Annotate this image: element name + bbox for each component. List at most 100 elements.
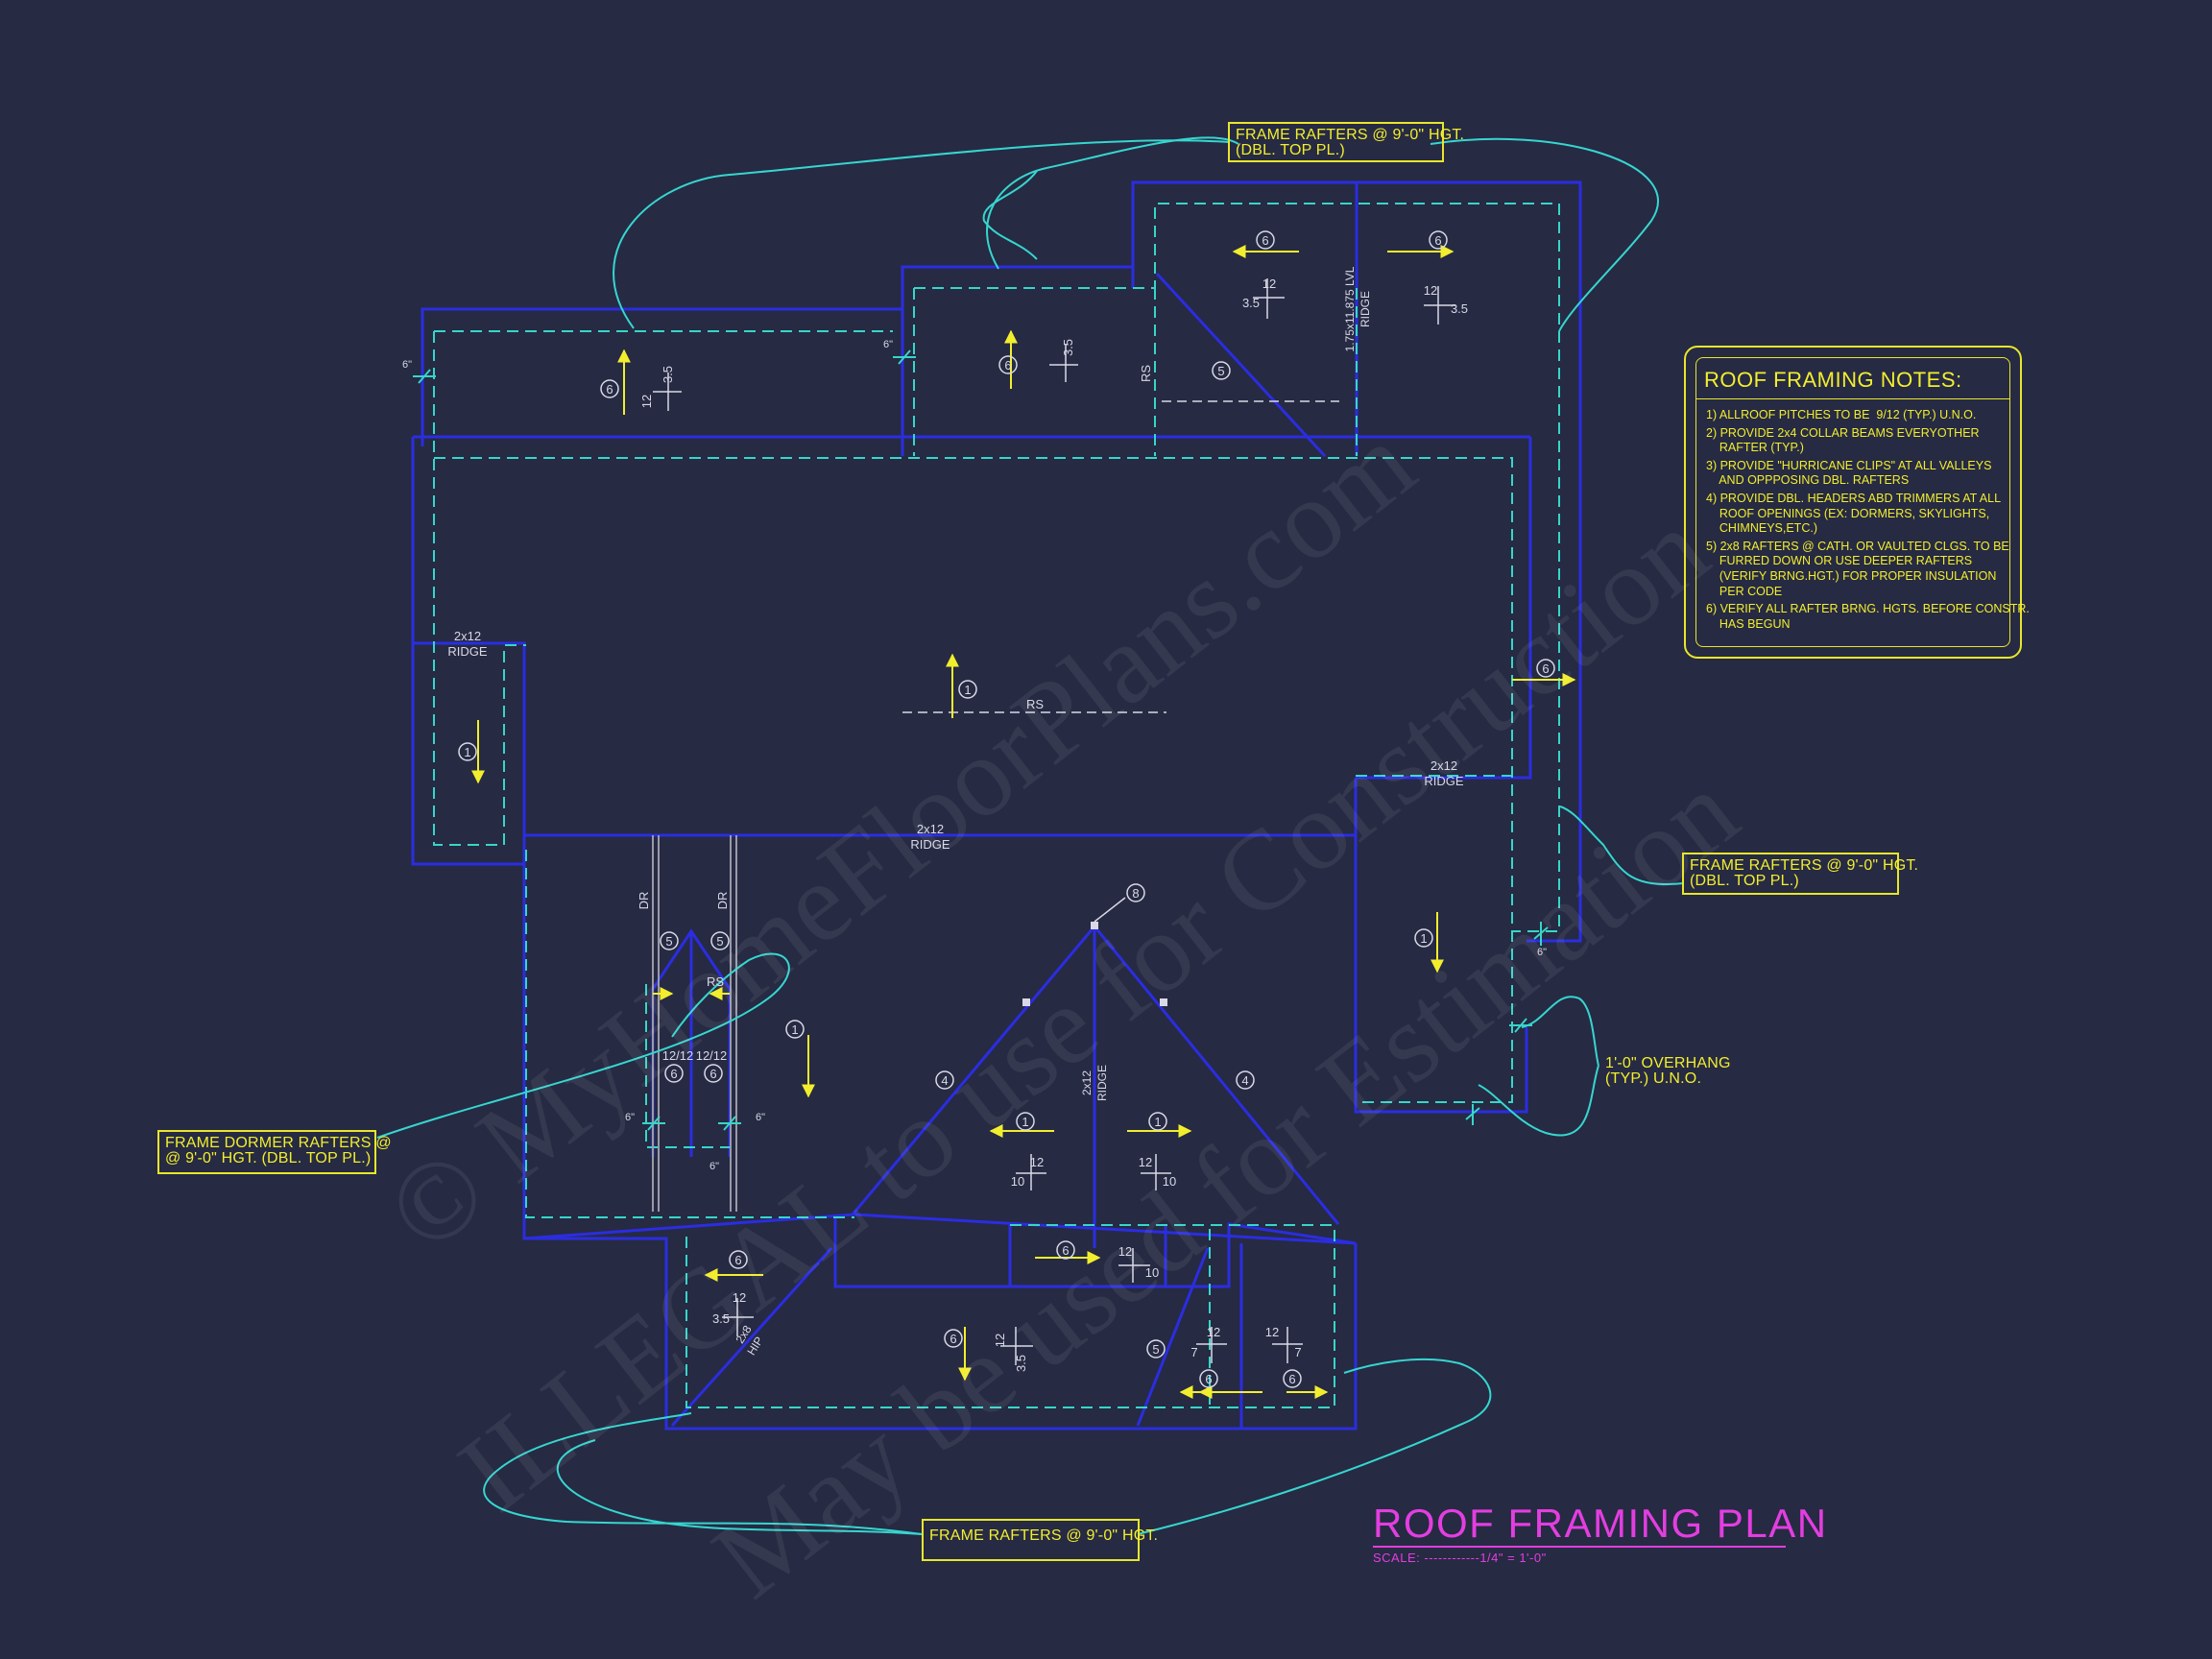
note-item: 3) PROVIDE "HURRICANE CLIPS" AT ALL VALL… — [1706, 458, 1992, 488]
tag-6: 6 — [1288, 1372, 1295, 1386]
rs-label: RS — [707, 974, 724, 989]
tag-5: 5 — [1152, 1342, 1159, 1357]
notes-list: 1) ALLROOF PITCHES TO BE 9/12 (TYP.) U.N… — [1706, 408, 2030, 635]
pitch-12: 12 — [1030, 1155, 1044, 1169]
plan-labels: 2x12 RIDGE 2x12 RIDGE 2x12 RIDGE RS RS R… — [402, 266, 1547, 1372]
overhang-dim-label: 6" — [625, 1112, 635, 1123]
pitch-12: 12 — [1262, 276, 1276, 291]
pitch-35: 3.5 — [1451, 301, 1468, 316]
pitch-35: 3.5 — [1242, 296, 1260, 310]
pitch-symbols — [653, 278, 1455, 1365]
wall-outline — [411, 180, 1582, 1431]
rs-label: RS — [1026, 697, 1044, 711]
lvl-ridge-label: RIDGE — [1358, 291, 1372, 327]
tag-1: 1 — [964, 683, 971, 697]
tag-6: 6 — [1205, 1372, 1212, 1386]
pitch-12: 12 — [733, 1290, 746, 1305]
pitch-12: 12 — [1207, 1325, 1220, 1339]
pitch-7: 7 — [1294, 1345, 1301, 1359]
note-item: 1) ALLROOF PITCHES TO BE 9/12 (TYP.) U.N… — [1706, 408, 1977, 421]
title-underline — [1373, 1546, 1786, 1548]
dormer-pitch-label: 12/12 — [696, 1048, 728, 1063]
ridge-label: RIDGE — [447, 644, 488, 659]
pitch-10: 10 — [1011, 1174, 1024, 1189]
tag-4: 4 — [941, 1073, 948, 1088]
tag-6: 6 — [1004, 358, 1011, 373]
ridge-size-label: 2x12 — [917, 822, 944, 836]
scale-label: SCALE: — [1373, 1551, 1421, 1565]
tag-1: 1 — [791, 1022, 798, 1037]
drawing-title-block: ROOF FRAMING PLAN SCALE: ------------1/4… — [1373, 1502, 1828, 1565]
ridge-label: RIDGE — [1424, 774, 1464, 788]
pitch-10: 10 — [1163, 1174, 1176, 1189]
ridge-size-label: 2x12 — [454, 629, 481, 643]
callout-frame-rafters-right: FRAME RAFTERS @ 9'-0" HGT. (DBL. TOP PL.… — [1682, 853, 1918, 895]
overhang-dim-label: 6" — [709, 1161, 719, 1172]
notes-title: ROOF FRAMING NOTES: — [1704, 368, 1962, 392]
pitch-12: 12 — [993, 1334, 1007, 1347]
rafter-direction-arrows — [471, 245, 1576, 1399]
rs-label: RS — [1139, 365, 1153, 382]
pitch-12: 12 — [1118, 1244, 1132, 1259]
rafter-support-lines — [902, 400, 1339, 713]
tag-5: 5 — [716, 934, 723, 949]
note-item: 4) PROVIDE DBL. HEADERS ABD TRIMMERS AT … — [1706, 491, 2002, 536]
rafter-tag-numbers: 6 6 6 6 5 1 1 6 1 5 5 1 6 6 4 4 1 1 8 6 … — [464, 233, 1549, 1386]
pitch-35: 3.5 — [1014, 1355, 1028, 1372]
ridge-label: RIDGE — [910, 837, 950, 852]
tag-6: 6 — [734, 1253, 741, 1267]
pitch-35: 3.5 — [661, 366, 675, 383]
pitch-12: 12 — [1424, 283, 1437, 298]
overhang-dim-label: 6" — [756, 1112, 765, 1123]
hip-point-markers — [1022, 897, 1167, 1006]
lvl-ridge-label: 1.75x11.875 LVL — [1343, 266, 1357, 351]
tag-6: 6 — [950, 1332, 956, 1346]
pitch-35: 3.5 — [712, 1311, 730, 1326]
rafter-tags — [458, 230, 1555, 1388]
leader-lines — [376, 136, 1685, 1535]
pitch-12: 12 — [1139, 1155, 1152, 1169]
callout-overhang: 1'-0" OVERHANG (TYP.) U.N.O. — [1605, 1055, 1731, 1087]
overhang-dimension-ticks — [413, 349, 1549, 1131]
callout-frame-rafters-bottom: FRAME RAFTERS @ 9'-0" HGT. — [922, 1519, 1158, 1561]
pitch-7: 7 — [1190, 1345, 1197, 1359]
tag-6: 6 — [670, 1067, 677, 1081]
tag-1: 1 — [464, 745, 470, 759]
notes-frame: ROOF FRAMING NOTES: 1) ALLROOF PITCHES T… — [1695, 357, 2030, 647]
callout-frame-rafters-top: FRAME RAFTERS @ 9'-0" HGT. (DBL. TOP PL.… — [1228, 122, 1464, 162]
overhang-dim-label: 6" — [402, 359, 412, 371]
tag-8: 8 — [1132, 886, 1139, 901]
tag-4: 4 — [1241, 1073, 1248, 1088]
pitch-35: 3.5 — [1061, 339, 1075, 356]
pitch-12: 12 — [1265, 1325, 1279, 1339]
double-rafter-lines — [652, 835, 737, 1212]
tag-5: 5 — [665, 934, 672, 949]
overhang-dim-label: 6" — [883, 339, 893, 350]
tag-1: 1 — [1420, 931, 1427, 946]
drawing-scale: SCALE: ------------1/4" = 1'-0" — [1373, 1551, 1828, 1565]
tag-6: 6 — [606, 382, 613, 397]
tag-6: 6 — [1434, 233, 1441, 248]
dormer-pitch-label: 12/12 — [662, 1048, 694, 1063]
pitch-12: 12 — [639, 395, 654, 408]
tag-1: 1 — [1022, 1115, 1028, 1129]
tag-6: 6 — [709, 1067, 716, 1081]
ridge-label: RIDGE — [1095, 1065, 1109, 1101]
ridge-size-label: 2x12 — [1431, 758, 1457, 773]
dr-label: DR — [637, 892, 651, 910]
tag-6: 6 — [1062, 1243, 1069, 1258]
drawing-title: ROOF FRAMING PLAN — [1373, 1501, 1828, 1546]
notes-divider — [1696, 398, 2009, 399]
overhang-dim-label: 6" — [1537, 947, 1547, 958]
tag-6: 6 — [1262, 233, 1268, 248]
note-item: 5) 2x8 RAFTERS @ CATH. OR VAULTED CLGS. … — [1706, 539, 2009, 598]
overhang-line — [433, 203, 1560, 1408]
ridge-size-label: 2x12 — [1080, 1070, 1094, 1095]
scale-value: ------------1/4" = 1'-0" — [1424, 1551, 1547, 1565]
roof-framing-notes: ROOF FRAMING NOTES: 1) ALLROOF PITCHES T… — [1684, 346, 2030, 659]
tag-5: 5 — [1217, 364, 1224, 378]
dr-label: DR — [715, 892, 730, 910]
tag-6: 6 — [1542, 661, 1549, 676]
